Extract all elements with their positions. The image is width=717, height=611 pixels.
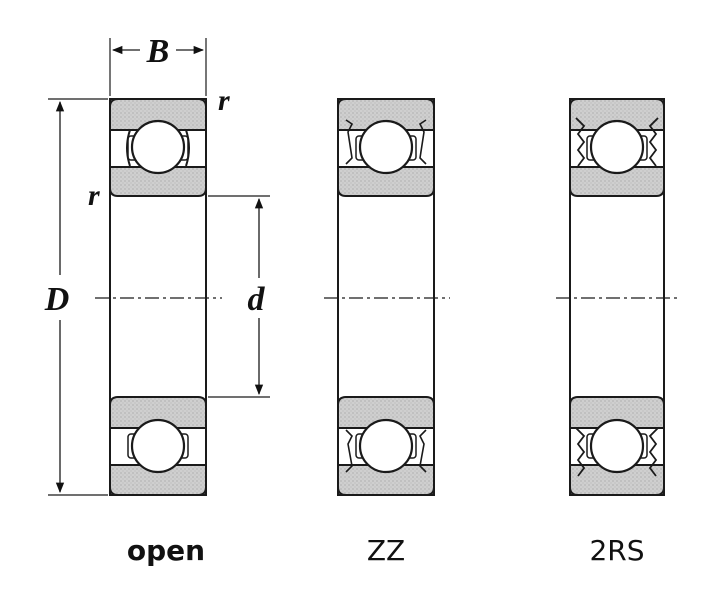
bearing-2rs bbox=[556, 98, 680, 496]
2rs-bottom-seal-right bbox=[648, 427, 659, 477]
2rs-bottom-ball bbox=[589, 418, 645, 474]
zz-top-inner-ring bbox=[337, 166, 435, 197]
r-left-label: r bbox=[88, 179, 100, 212]
2rs-top-seal-right bbox=[648, 117, 659, 167]
open-top-ball bbox=[130, 119, 186, 175]
D-label: D bbox=[44, 281, 70, 318]
open-top-outer-ring bbox=[109, 98, 207, 131]
open-bottom-ball bbox=[130, 418, 186, 474]
2rs-bottom-seal-left bbox=[575, 427, 586, 477]
bearing-zz bbox=[324, 98, 450, 496]
open-bottom-inner-ring bbox=[109, 396, 207, 429]
d-label: d bbox=[248, 281, 266, 318]
zz-bottom-shield-left bbox=[345, 429, 353, 473]
2rs-top-inner-ring bbox=[569, 166, 665, 197]
caption-open: open bbox=[127, 534, 205, 567]
open-bottom-outer-ring bbox=[109, 464, 207, 496]
b-label: B bbox=[146, 33, 170, 70]
bearing-open bbox=[95, 98, 222, 496]
2rs-top-seal-left bbox=[575, 117, 586, 167]
caption-zz: ZZ bbox=[367, 534, 405, 567]
open-top-cage bbox=[126, 129, 190, 167]
zz-top-ball bbox=[358, 119, 414, 175]
zz-top-outer-ring bbox=[337, 98, 435, 131]
2rs-bottom-outer-ring bbox=[569, 464, 665, 496]
zz-top-shield-left bbox=[345, 119, 354, 165]
zz-bottom-inner-ring bbox=[337, 396, 435, 429]
2rs-bottom-inner-ring bbox=[569, 396, 665, 429]
zz-bottom-shield-right bbox=[419, 429, 427, 473]
open-top-inner-ring bbox=[109, 166, 207, 197]
r-top-label: r bbox=[218, 84, 230, 117]
2rs-top-outer-ring bbox=[569, 98, 665, 131]
zz-bottom-ball bbox=[358, 418, 414, 474]
zz-bottom-outer-ring bbox=[337, 464, 435, 496]
2rs-top-ball bbox=[589, 119, 645, 175]
dimensions: B r r D d bbox=[44, 33, 270, 496]
zz-top-shield-right bbox=[418, 119, 427, 165]
caption-2rs: 2RS bbox=[589, 534, 644, 567]
